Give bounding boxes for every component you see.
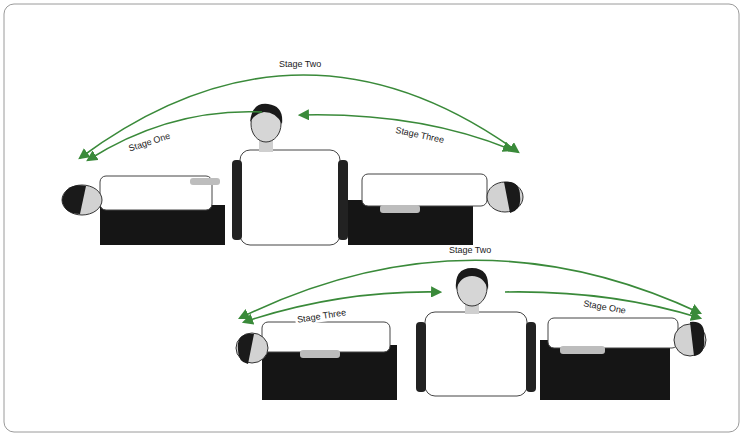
stage-label: Stage Two [277, 59, 323, 70]
photo-standing-bottom [416, 268, 536, 396]
photo-standing-top [232, 104, 348, 245]
frame [4, 4, 739, 432]
photo-lying-left [62, 176, 225, 245]
photo-lying-right [348, 174, 523, 245]
stage-arrows [80, 75, 700, 322]
stage-label: Stage Two [447, 245, 493, 256]
photo-lying-left-bottom [236, 322, 397, 400]
photo-lying-right-bottom [540, 318, 706, 400]
